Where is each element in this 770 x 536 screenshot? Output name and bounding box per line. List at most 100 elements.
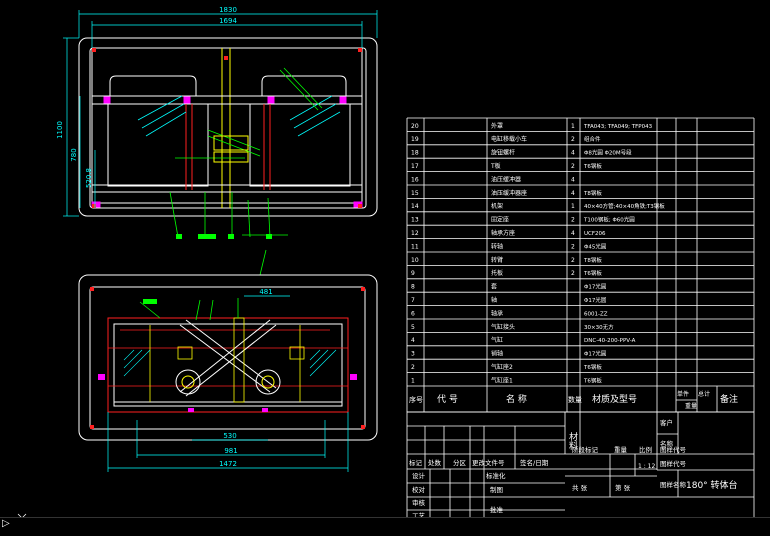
elevation-inner-frame (89, 47, 367, 209)
bom-row-name: 轴 (491, 296, 497, 304)
bom-row-spec: T8钢板 (583, 189, 602, 197)
bom-row-no: 18 (411, 150, 419, 157)
bom-row-spec: Φ8光圆 Φ20M号段 (584, 149, 632, 157)
bom-row-qty: 4 (571, 176, 575, 183)
tb-stage-mark: 阶段标记 (572, 445, 599, 454)
plan-dimensions (107, 295, 349, 472)
plan-inner-frame (89, 286, 366, 430)
bom-header-name: 名 称 (506, 393, 527, 405)
bom-row-no: 10 (411, 257, 419, 264)
command-arrow-icon: ▷ (2, 518, 10, 529)
bom-row-qty: 2 (571, 257, 575, 264)
bom-row-spec: Φ17光圆 (584, 283, 607, 291)
bom-row-name: 托板 (491, 269, 503, 277)
tb-drawing-code-a: 图样代号 (660, 445, 687, 454)
bom-row-qty: 1 (571, 203, 575, 210)
bom-row-name: 固定座 (491, 216, 509, 224)
bom-row-no: 11 (411, 243, 419, 250)
tb-title: 180° 转体台 (686, 479, 738, 491)
bom-row-spec: T100钢板; Φ60光圆 (583, 216, 635, 224)
tb-client: 客户 (660, 418, 673, 427)
tb-std: 标准化 (486, 471, 506, 480)
plan-view (78, 274, 378, 441)
bom-header-no: 序号 (409, 395, 423, 404)
dim-plan-d: 1472 (219, 460, 237, 468)
bom-row-no: 8 (411, 284, 415, 291)
bom-header-total: 总计 (698, 390, 710, 398)
dim-plan-b: 530 (223, 432, 236, 440)
elevation-view (78, 37, 378, 276)
bom-row-name: 气缸接头 (491, 323, 515, 331)
bom-row-no: 4 (411, 337, 415, 344)
bom-row-name: 转轴 (491, 242, 503, 250)
dim-height-outer: 1100 (56, 121, 64, 139)
bom-row-name: 气缸座1 (491, 376, 513, 384)
bom-row-no: 19 (411, 136, 419, 143)
bom-header-code: 代 号 (437, 394, 458, 405)
bom-row-no: 5 (411, 324, 415, 331)
bom-header-spec: 材质及型号 (592, 393, 637, 405)
bom-row-spec: 6001-ZZ (584, 311, 608, 317)
bom-row-spec: 组合件 (584, 135, 601, 143)
bom-row-name: T板 (490, 162, 501, 170)
dim-plan-a: 481 (259, 288, 272, 296)
tb-change-no: 更改文件号 (472, 458, 505, 467)
bom-row-spec: Φ17光圆 (584, 350, 607, 358)
bom-row-qty: 4 (571, 230, 575, 237)
elevation-dimensions (63, 10, 378, 217)
command-line-bar[interactable]: ▷ (0, 517, 770, 533)
tb-draw: 制图 (490, 485, 503, 494)
bom-row-name: 油压缓冲器 (491, 175, 521, 183)
bom-row-no: 15 (411, 190, 419, 197)
bom-row-name: 机架 (491, 202, 503, 210)
bom-row-spec: TFA043; TFA049; TFP043 (583, 124, 653, 130)
bom-row-no: 3 (411, 351, 415, 358)
bom-row-name: 套 (491, 283, 497, 291)
bom-row-qty: 4 (571, 150, 575, 157)
bom-row-no: 12 (411, 230, 419, 237)
bom-row-qty: 2 (571, 136, 575, 143)
dim-height-mid: 780 (70, 148, 78, 161)
elevation-outer-frame (78, 37, 378, 217)
tb-drawing-code-b: 图样代号 (660, 459, 687, 468)
dim-top-width-inner: 1694 (219, 17, 237, 25)
tb-mark: 标记 (409, 458, 423, 467)
bom-row-name: 油压缓冲器座 (491, 189, 527, 197)
bom-header-remark: 备注 (720, 393, 738, 405)
bom-row-qty: 4 (571, 190, 575, 197)
tb-count: 处数 (428, 458, 442, 467)
tb-review: 审核 (412, 498, 426, 507)
bom-row-spec: Φ17光圆 (584, 296, 607, 304)
tb-craft: 工艺 (412, 512, 426, 520)
bom-row-name: 轴承方座 (491, 229, 515, 237)
bom-table-grid (406, 117, 755, 413)
plan-outer-frame (78, 274, 378, 441)
bom-row-qty: 1 (571, 123, 575, 130)
tb-zone: 分区 (453, 458, 467, 467)
bom-row-no: 17 (411, 163, 419, 170)
dim-plan-c: 981 (224, 447, 237, 455)
bom-row-name: 外罩 (491, 122, 503, 130)
bom-row-name: 气缸 (491, 336, 503, 344)
dim-height-small: 520.8 (85, 168, 93, 188)
bom-row-spec: T6钢板 (583, 269, 602, 277)
bom-row-spec: T6钢板 (583, 162, 602, 170)
bom-row-no: 6 (411, 310, 415, 317)
bom-row-spec: Φ45光圆 (584, 242, 607, 250)
dim-top-width-outer: 1830 (219, 6, 237, 14)
bom-header-weight: 重量 (685, 402, 697, 410)
bom-row-no: 20 (411, 123, 419, 130)
tb-weight: 重量 (614, 446, 628, 454)
tb-check: 校对 (412, 485, 426, 494)
bom-row-qty: 2 (571, 217, 575, 224)
bom-row-name: 转臂 (491, 256, 503, 264)
bom-row-spec: UCF206 (584, 231, 606, 237)
tb-total-sheets: 共 张 (572, 483, 588, 492)
bom-row-spec: 40×40方管;40×40角铁;T3钢板 (584, 202, 665, 210)
bom-row-name: 气缸座2 (491, 363, 513, 371)
bom-row-spec: T8钢板 (583, 256, 602, 264)
bom-header-unit: 单件 (677, 390, 689, 398)
bom-row-no: 14 (411, 203, 419, 210)
